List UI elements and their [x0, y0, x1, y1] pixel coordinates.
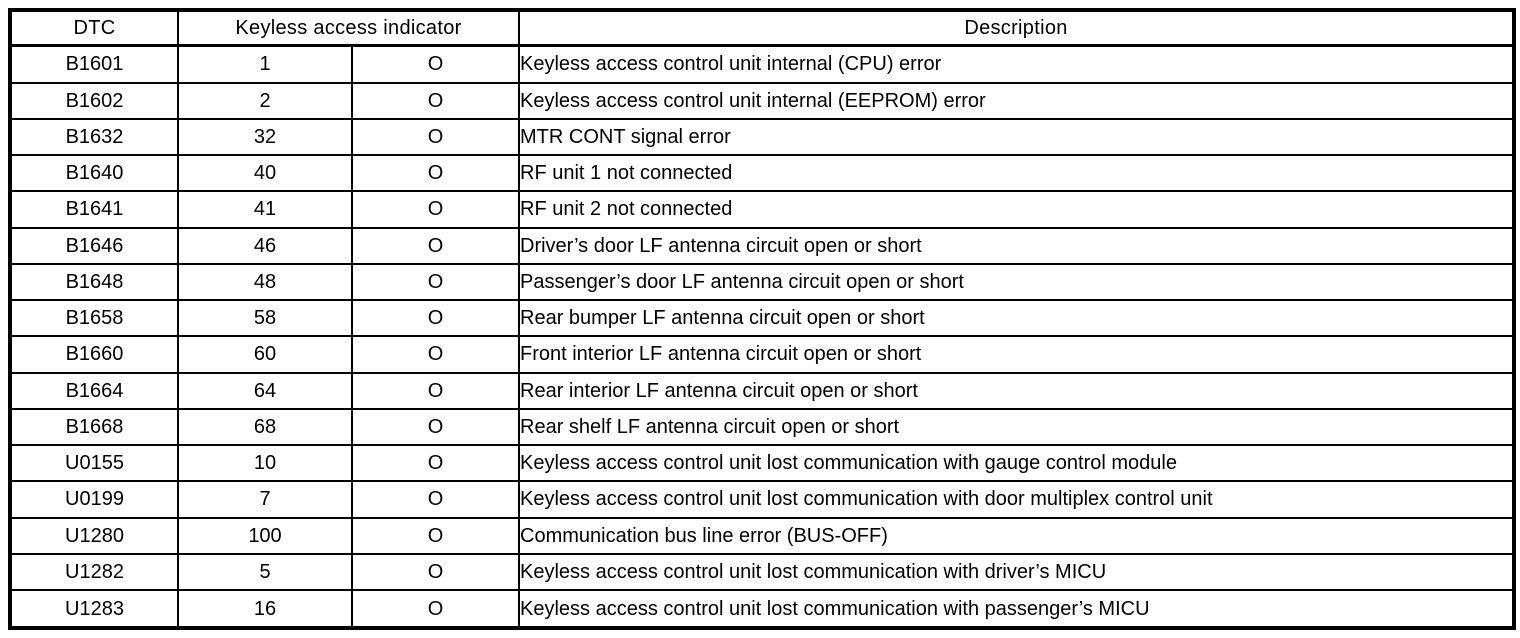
description-cell: Front interior LF antenna circuit open o…: [518, 335, 1515, 374]
dtc-code-cell: B1660: [9, 335, 179, 374]
description-cell: Keyless access control unit lost communi…: [518, 480, 1515, 519]
description-cell: Driver’s door LF antenna circuit open or…: [518, 226, 1515, 265]
dtc-code-cell: U0199: [9, 480, 179, 519]
indicator-number-cell: 32: [177, 117, 353, 157]
dtc-table: DTC Keyless access indicator Description…: [8, 8, 1516, 630]
indicator-symbol-cell: O: [351, 516, 520, 555]
description-cell: RF unit 1 not connected: [518, 154, 1515, 193]
indicator-symbol-cell: O: [351, 552, 520, 592]
description-cell: Passenger’s door LF antenna circuit open…: [518, 262, 1515, 302]
indicator-symbol-cell: O: [351, 190, 520, 229]
dtc-code-cell: B1602: [9, 81, 179, 120]
dtc-code-cell: B1601: [9, 44, 179, 84]
indicator-symbol-cell: O: [351, 117, 520, 157]
indicator-number-cell: 40: [177, 154, 353, 193]
description-cell: Rear shelf LF antenna circuit open or sh…: [518, 407, 1515, 447]
indicator-symbol-cell: O: [351, 444, 520, 483]
indicator-number-cell: 10: [177, 444, 353, 483]
indicator-symbol-cell: O: [351, 81, 520, 120]
indicator-symbol-cell: O: [351, 262, 520, 302]
dtc-code-cell: B1664: [9, 371, 179, 410]
dtc-code-cell: U1283: [9, 589, 179, 629]
description-cell: RF unit 2 not connected: [518, 190, 1515, 229]
indicator-symbol-cell: O: [351, 407, 520, 447]
indicator-number-cell: 68: [177, 407, 353, 447]
dtc-code-cell: B1641: [9, 190, 179, 229]
description-cell: Keyless access control unit internal (CP…: [518, 44, 1515, 84]
indicator-number-cell: 5: [177, 552, 353, 592]
dtc-code-cell: U1282: [9, 552, 179, 592]
indicator-number-cell: 16: [177, 589, 353, 629]
dtc-code-cell: B1668: [9, 407, 179, 447]
indicator-symbol-cell: O: [351, 44, 520, 84]
dtc-code-cell: B1646: [9, 226, 179, 265]
dtc-code-cell: B1632: [9, 117, 179, 157]
description-cell: Keyless access control unit lost communi…: [518, 444, 1515, 483]
description-cell: Keyless access control unit lost communi…: [518, 552, 1515, 592]
indicator-number-cell: 46: [177, 226, 353, 265]
indicator-number-cell: 100: [177, 516, 353, 555]
indicator-number-cell: 64: [177, 371, 353, 410]
description-cell: Keyless access control unit lost communi…: [518, 589, 1515, 629]
description-cell: Rear interior LF antenna circuit open or…: [518, 371, 1515, 410]
indicator-symbol-cell: O: [351, 371, 520, 410]
indicator-number-cell: 60: [177, 335, 353, 374]
indicator-number-cell: 1: [177, 44, 353, 84]
dtc-code-cell: B1640: [9, 154, 179, 193]
indicator-symbol-cell: O: [351, 154, 520, 193]
indicator-number-cell: 48: [177, 262, 353, 302]
indicator-symbol-cell: O: [351, 335, 520, 374]
description-cell: MTR CONT signal error: [518, 117, 1515, 157]
dtc-code-cell: B1658: [9, 299, 179, 338]
dtc-code-cell: U1280: [9, 516, 179, 555]
indicator-symbol-cell: O: [351, 480, 520, 519]
header-dtc: DTC: [9, 9, 179, 47]
dtc-code-cell: B1648: [9, 262, 179, 302]
indicator-number-cell: 2: [177, 81, 353, 120]
indicator-number-cell: 41: [177, 190, 353, 229]
header-row: DTC Keyless access indicator Description: [9, 9, 1515, 47]
indicator-number-cell: 7: [177, 480, 353, 519]
description-cell: Keyless access control unit internal (EE…: [518, 81, 1515, 120]
indicator-number-cell: 58: [177, 299, 353, 338]
dtc-code-cell: U0155: [9, 444, 179, 483]
header-keyless-access-indicator: Keyless access indicator: [177, 9, 520, 47]
indicator-symbol-cell: O: [351, 226, 520, 265]
header-description: Description: [518, 9, 1515, 47]
description-cell: Rear bumper LF antenna circuit open or s…: [518, 299, 1515, 338]
description-cell: Communication bus line error (BUS-OFF): [518, 516, 1515, 555]
indicator-symbol-cell: O: [351, 589, 520, 629]
indicator-symbol-cell: O: [351, 299, 520, 338]
